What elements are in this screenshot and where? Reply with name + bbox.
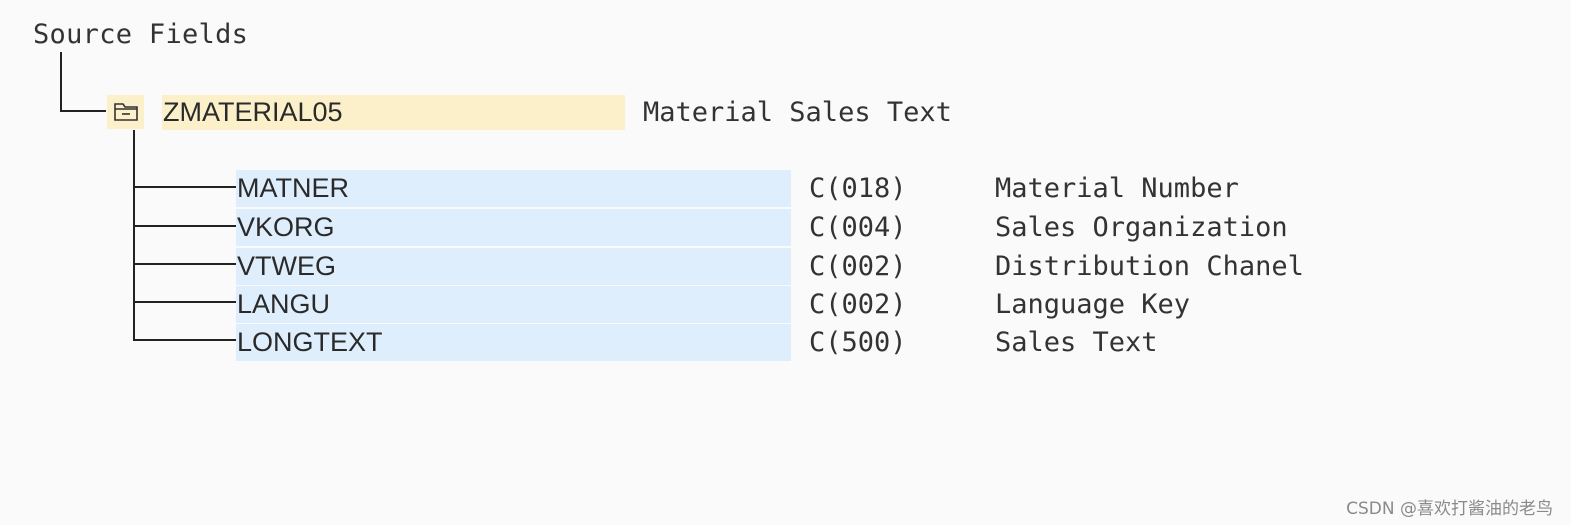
tree-line-branch [133, 301, 236, 303]
field-row[interactable]: VTWEG C(002) Distribution Chanel [0, 248, 1571, 285]
tree-line-branch [133, 186, 236, 188]
structure-name-highlight[interactable] [162, 95, 625, 130]
field-description: Sales Text [995, 327, 1158, 358]
field-description: Sales Organization [995, 212, 1288, 243]
field-name[interactable]: VTWEG [237, 251, 336, 281]
field-name-highlight [236, 170, 791, 207]
field-description: Distribution Chanel [995, 251, 1304, 282]
field-name[interactable]: MATNER [237, 173, 349, 203]
field-type: C(002) [809, 289, 907, 320]
field-name[interactable]: LONGTEXT [237, 327, 383, 357]
tree-line-branch [133, 263, 236, 265]
field-name[interactable]: VKORG [237, 212, 335, 242]
structure-name[interactable]: ZMATERIAL05 [163, 97, 343, 127]
tree-line-branch [133, 339, 236, 341]
structure-folder-toggle[interactable] [107, 95, 144, 129]
field-type: C(002) [809, 251, 907, 282]
field-type: C(004) [809, 212, 907, 243]
tree-line-children-vertical [133, 130, 135, 341]
field-row[interactable]: VKORG C(004) Sales Organization [0, 209, 1571, 246]
watermark: CSDN @喜欢打酱油的老鸟 [1346, 499, 1553, 519]
structure-description: Material Sales Text [643, 97, 952, 128]
field-name-highlight [236, 324, 791, 361]
field-name-highlight [236, 248, 791, 285]
tree-line-root-horizontal [60, 110, 106, 112]
field-name-highlight [236, 286, 791, 323]
field-row[interactable]: MATNER C(018) Material Number [0, 170, 1571, 207]
source-fields-title: Source Fields [33, 19, 249, 50]
field-type: C(018) [809, 173, 907, 204]
field-description: Material Number [995, 173, 1239, 204]
tree-line-root-vertical [60, 52, 62, 112]
field-row[interactable]: LONGTEXT C(500) Sales Text [0, 324, 1571, 361]
field-name-highlight [236, 209, 791, 246]
folder-icon [114, 103, 138, 121]
field-description: Language Key [995, 289, 1191, 320]
tree-line-branch [133, 225, 236, 227]
field-row[interactable]: LANGU C(002) Language Key [0, 286, 1571, 323]
field-name[interactable]: LANGU [237, 289, 331, 319]
field-type: C(500) [809, 327, 907, 358]
